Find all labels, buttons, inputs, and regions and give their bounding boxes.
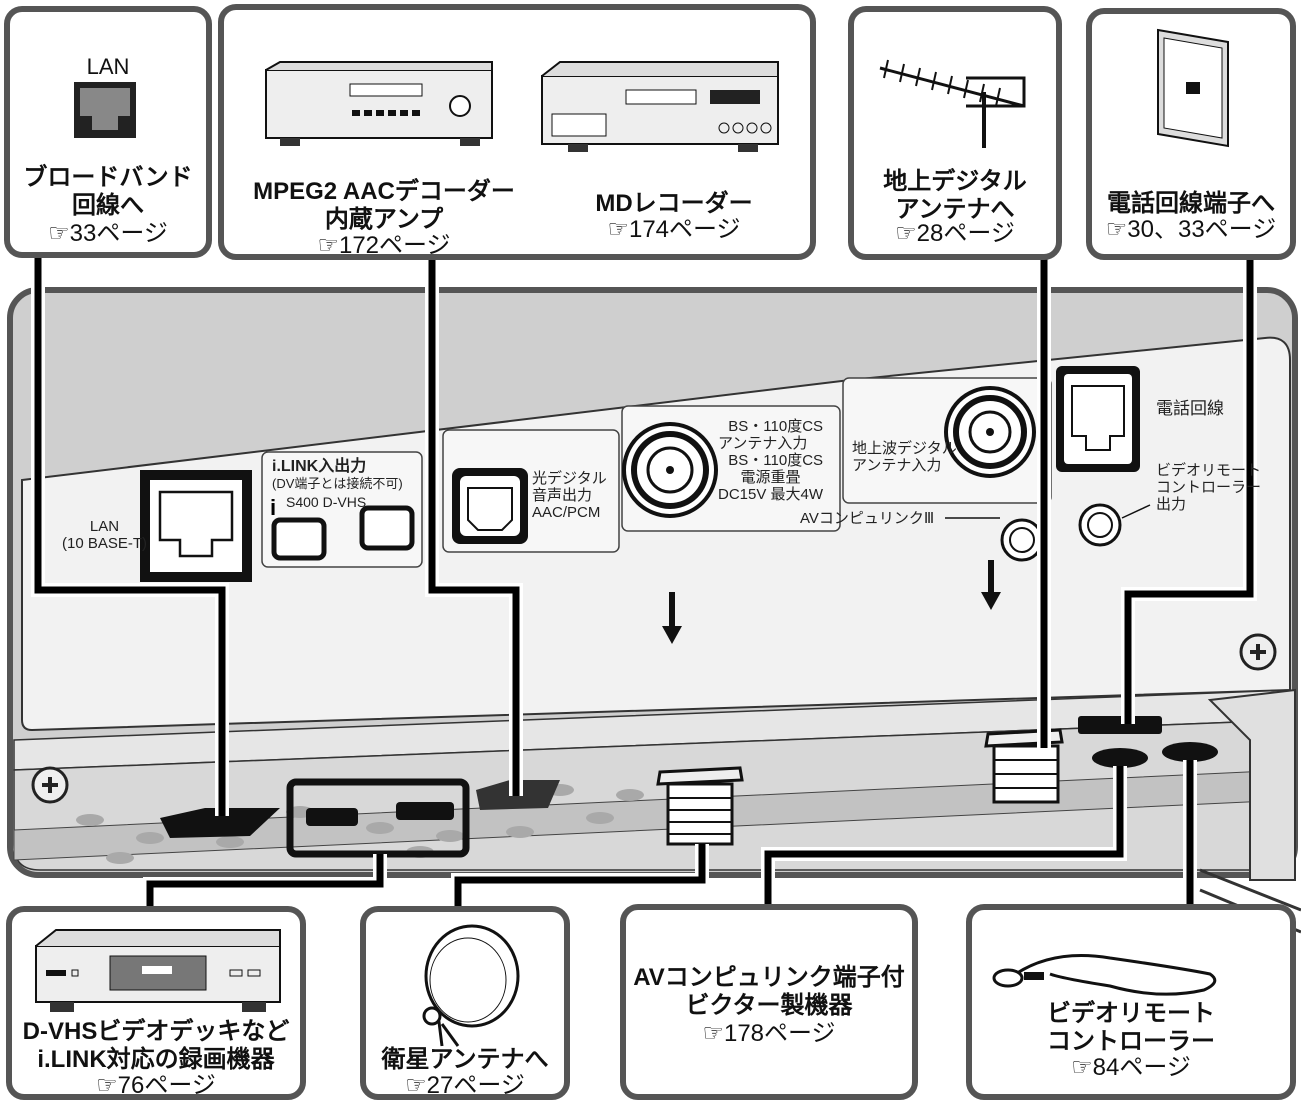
dvhs-deck-illustration (35, 929, 281, 1012)
avcompu-page-ref: ☞178ページ (702, 1020, 836, 1047)
satellite-dish-illustration (422, 924, 520, 1047)
phone-caption: 電話回線端子へ (1107, 190, 1275, 217)
ilink-dvhs-port (359, 505, 415, 551)
terrestrial-box: 地上デジタルアンテナへ ☞28ページ (848, 6, 1062, 260)
phone-page-ref: ☞30、33ページ (1105, 216, 1277, 243)
line-amp (428, 248, 520, 796)
amp-page-ref: ☞172ページ (317, 232, 451, 259)
lan-box: LAN ブロードバンド回線へ ☞33ページ (4, 6, 212, 258)
line-lan (34, 250, 226, 816)
terrestrial-page-ref: ☞28ページ (895, 220, 1015, 247)
ilink-port-bottom-2 (396, 802, 454, 820)
line-phone (1124, 256, 1254, 724)
md-recorder-illustration (541, 61, 779, 152)
video-remote-jack (1078, 503, 1122, 547)
side-bracket (1207, 688, 1296, 881)
terrestrial-antenna-connector (944, 386, 1036, 478)
optical-port (452, 468, 528, 544)
screw-right (1239, 633, 1277, 671)
md-caption: MDレコーダー (595, 190, 753, 217)
lan-jack (140, 470, 252, 582)
avcompu-box: AVコンピュリンク端子付ビクター製機器 ☞178ページ (620, 904, 918, 1100)
lan-caption: ブロードバンド回線へ (23, 164, 193, 219)
line-satellite (454, 844, 706, 920)
satellite-caption: 衛星アンテナへ (381, 1046, 549, 1073)
avcompu-caption: AVコンピュリンク端子付ビクター製機器 (633, 964, 905, 1019)
lan-port-bottom (160, 808, 280, 838)
terrestrial-connector-bottom (984, 728, 1064, 804)
panel-lan-label: LAN(10 BASE-T) (62, 518, 148, 552)
remote-leader (1121, 504, 1151, 519)
remote-box: ビデオリモートコントローラー ☞84ページ (966, 904, 1296, 1100)
bs-connector-bottom (656, 766, 744, 846)
amplifier-illustration (265, 61, 493, 146)
remote-page-ref: ☞84ページ (1071, 1054, 1191, 1081)
avcompu-port-bottom (1092, 748, 1148, 768)
amp-caption: MPEG2 AACデコーダー内蔵アンプ (253, 178, 515, 233)
remote-caption: ビデオリモートコントローラー (1047, 1000, 1215, 1055)
amp-md-box: MPEG2 AACデコーダー内蔵アンプ ☞172ページ MDレコーダー ☞174… (218, 4, 816, 260)
avcompulink-jack (1000, 518, 1044, 562)
ilink-port-bottom-1 (306, 808, 358, 826)
panel-remote-label: ビデオリモートコントローラー出力 (1156, 462, 1262, 513)
satellite-box: 衛星アンテナへ ☞27ページ (360, 906, 570, 1100)
ilink-s400-port (271, 517, 327, 561)
wall-phone-jack-icon (1157, 28, 1229, 148)
phone-port-bottom (1078, 716, 1162, 734)
dvhs-page-ref: ☞76ページ (96, 1072, 216, 1099)
ilink-i-logo: i (270, 495, 276, 520)
panel-terrestrial-label: 地上波デジタルアンテナ入力 (852, 440, 957, 474)
panel-avcompu-label: AVコンピュリンクⅢ (800, 510, 935, 527)
phone-jack (1056, 366, 1140, 472)
arrow-down-icon (981, 560, 1001, 610)
remote-port-bottom (1162, 742, 1218, 762)
lan-icon (74, 82, 136, 138)
line-dvhs (146, 854, 384, 918)
lan-icon-label: LAN (86, 54, 130, 79)
satellite-page-ref: ☞27ページ (405, 1072, 525, 1099)
remote-controller-cable-illustration (992, 954, 1217, 996)
lan-page-ref: ☞33ページ (48, 220, 168, 247)
bs-antenna-connector (622, 422, 718, 518)
yagi-antenna-illustration (879, 59, 1026, 148)
arrow-down-icon (662, 592, 682, 644)
panel-phone-label: 電話回線 (1156, 399, 1224, 418)
phone-box: 電話回線端子へ ☞30、33ページ (1086, 8, 1296, 260)
line-avcompu (764, 766, 1124, 912)
screw-left (31, 766, 69, 804)
terrestrial-caption: 地上デジタルアンテナへ (883, 168, 1027, 223)
panel-ilink-label: i.LINK入出力 (DV端子とは接続不可) S400 D-VHS (272, 458, 403, 510)
md-page-ref: ☞174ページ (607, 216, 741, 243)
side-rail (1199, 868, 1301, 912)
